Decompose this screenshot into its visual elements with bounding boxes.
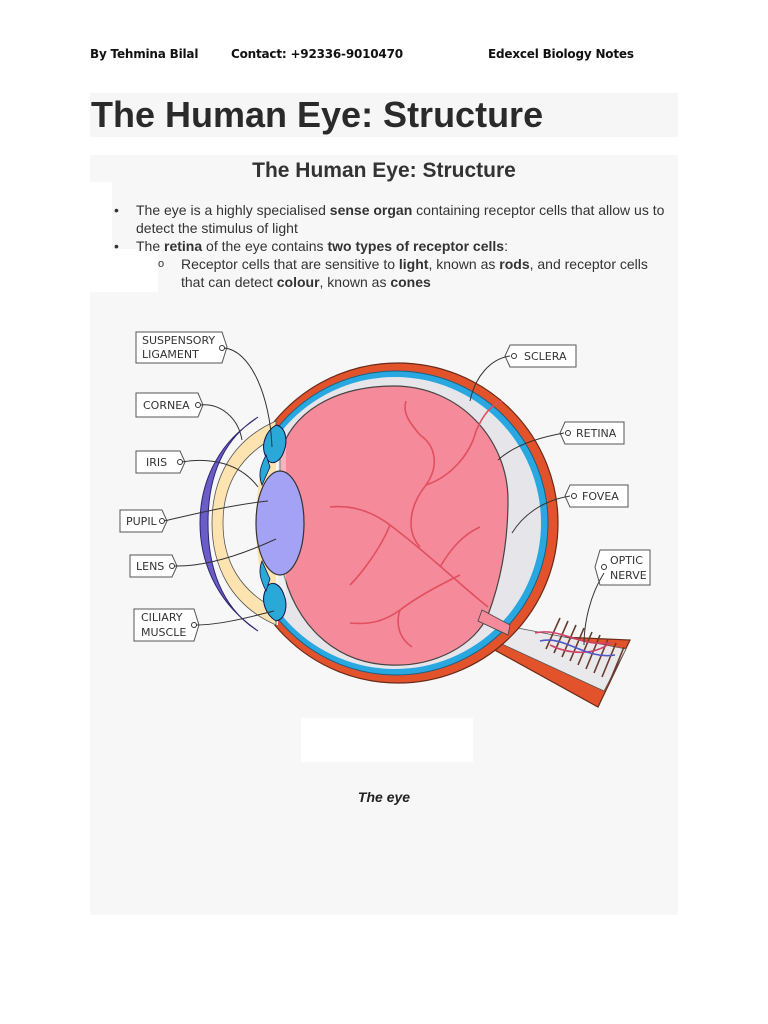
bold-term: cones: [390, 274, 431, 290]
bullet-text: :: [504, 238, 508, 254]
label-ligament: LIGAMENT: [142, 348, 199, 361]
content-panel: The Human Eye: Structure • The eye is a …: [90, 155, 678, 915]
bold-term: two types of receptor cells: [327, 238, 505, 254]
header-notes: Edexcel Biology Notes: [488, 47, 634, 61]
bullet-dot: •: [114, 238, 119, 254]
eye-diagram: SUSPENSORY LIGAMENT CORNEA IRIS PUPIL LE…: [119, 331, 651, 708]
label-retina: RETINA: [576, 427, 617, 440]
bold-term: rods: [499, 256, 530, 272]
sub-bullet-item: Receptor cells that are sensitive to lig…: [181, 255, 671, 291]
label-fovea: FOVEA: [582, 490, 619, 503]
bullet-dot: •: [114, 202, 119, 218]
title-band: The Human Eye: Structure: [90, 93, 678, 137]
label-muscle: MUSCLE: [141, 626, 186, 639]
bold-term: sense organ: [329, 202, 413, 218]
label-suspensory: SUSPENSORY: [142, 334, 215, 347]
label-iris: IRIS: [146, 456, 167, 469]
panel-heading: The Human Eye: Structure: [252, 159, 516, 182]
white-block: [90, 182, 112, 292]
vitreous-body: [279, 385, 509, 666]
label-pointers: [163, 347, 605, 646]
cornea-layer: [199, 416, 259, 632]
label-nerve: NERVE: [610, 569, 647, 582]
bullet-text: , and receptor cells that can detect: [181, 256, 648, 290]
page-title: The Human Eye: Structure: [91, 94, 544, 135]
label-boxes: [119, 331, 651, 642]
blank-box: [301, 718, 473, 762]
bullet-text: of the eye contains: [202, 238, 328, 254]
ciliary-muscle-top: [263, 424, 287, 464]
diagram-labels: SUSPENSORY LIGAMENT CORNEA IRIS PUPIL LE…: [126, 334, 647, 639]
label-pupil: PUPIL: [126, 515, 158, 528]
aqueous-humor: [211, 420, 277, 626]
bold-term: colour: [276, 274, 320, 290]
label-ciliary: CILIARY: [141, 611, 183, 624]
retinal-vessels: [329, 400, 503, 648]
header-contact: Contact: +92336-9010470: [231, 47, 403, 61]
bullet-text: The eye is a highly specialised: [136, 202, 330, 218]
bullet-text: containing receptor cells that allow us …: [136, 202, 665, 236]
optic-nerve: [477, 617, 631, 708]
label-optic: OPTIC: [610, 554, 643, 567]
sub-bullet-circle: o: [158, 258, 165, 270]
header-author: By Tehmina Bilal: [90, 47, 199, 61]
lens-shape: [255, 470, 305, 576]
bullet-text: , known as: [319, 274, 391, 290]
bold-term: retina: [164, 238, 203, 254]
eyeball: [199, 362, 559, 684]
bullet-text: , known as: [428, 256, 500, 272]
bullet-text: Receptor cells that are sensitive to: [181, 256, 399, 272]
figure-caption: The eye: [357, 789, 411, 805]
label-sclera: SCLERA: [524, 350, 567, 363]
label-cornea: CORNEA: [143, 399, 190, 412]
ciliary-muscle-bottom: [263, 582, 287, 622]
label-lens: LENS: [136, 560, 164, 573]
bullet-item: The eye is a highly specialised sense or…: [136, 201, 676, 237]
bullet-text: The: [136, 238, 165, 254]
bold-term: light: [398, 256, 429, 272]
bullet-item: The retina of the eye contains two types…: [136, 237, 508, 255]
white-block: [112, 249, 158, 292]
